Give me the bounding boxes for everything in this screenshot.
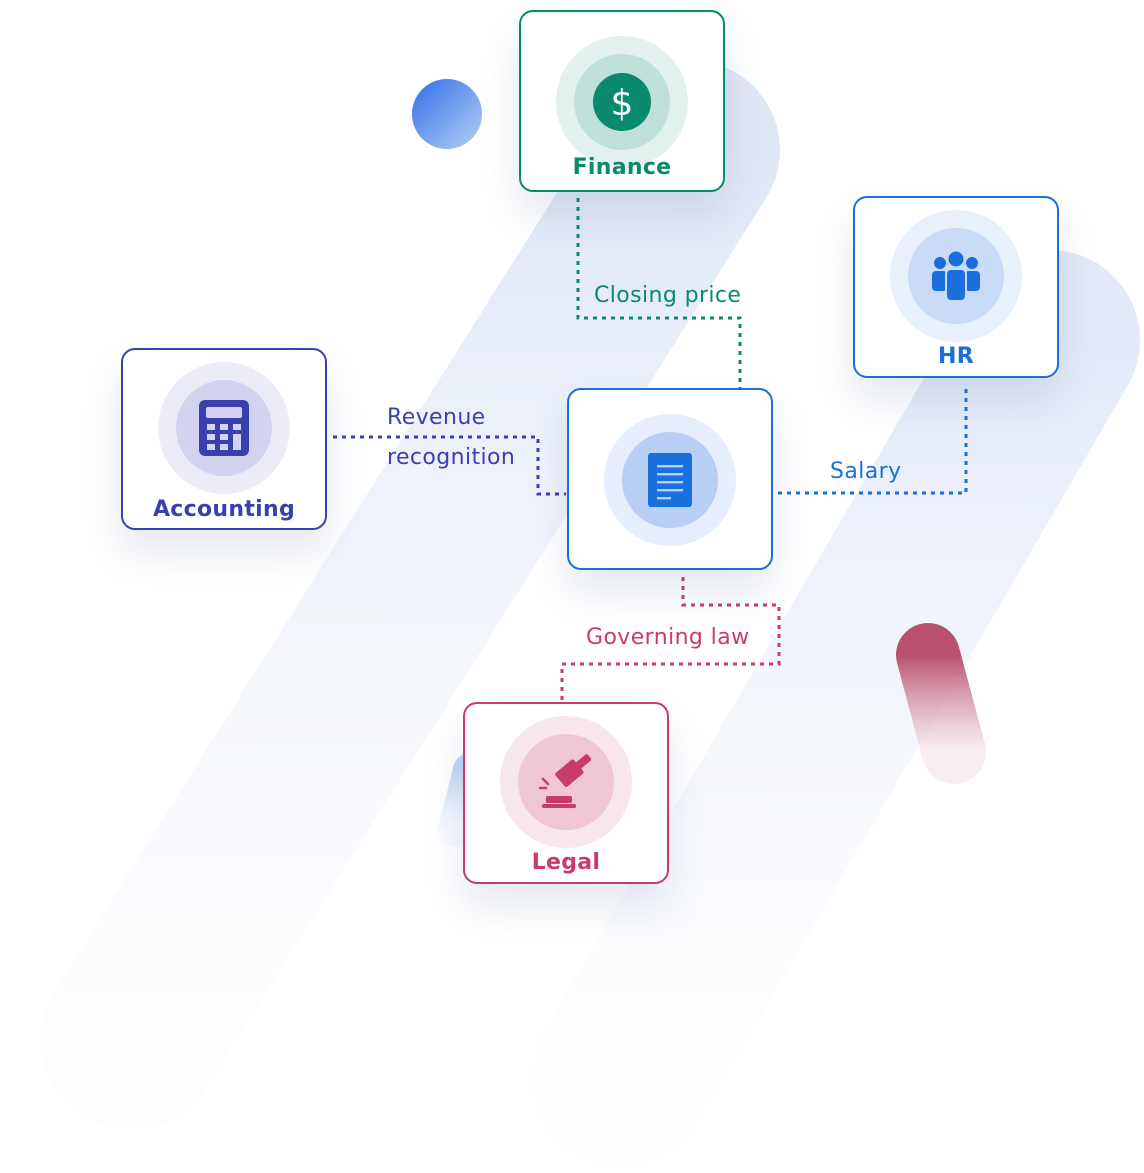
legal-halo <box>500 716 632 848</box>
people-icon <box>932 251 980 302</box>
node-accounting[interactable]: Accounting <box>121 348 327 530</box>
connector-accounting <box>333 435 566 496</box>
node-label-finance: Finance <box>572 155 672 180</box>
edge-label-salary: Salary <box>830 459 902 484</box>
node-finance[interactable]: $ Finance <box>519 10 725 192</box>
edge-label-governing-law: Governing law <box>586 625 750 650</box>
accounting-core <box>176 380 272 476</box>
center-core <box>622 432 718 528</box>
center-halo <box>604 414 736 546</box>
hr-halo <box>890 210 1022 342</box>
edge-label-recognition: recognition <box>387 445 516 470</box>
node-label-accounting: Accounting <box>152 497 295 522</box>
document-icon <box>648 453 692 507</box>
edge-label-revenue: Revenue <box>387 405 486 430</box>
calculator-icon <box>199 400 249 456</box>
node-hr[interactable]: HR <box>853 196 1059 378</box>
gavel-icon <box>538 754 592 808</box>
connector-finance <box>576 198 742 388</box>
finance-core: $ <box>574 54 670 150</box>
connector-legal <box>560 577 781 702</box>
legal-core <box>518 734 614 830</box>
background-dot <box>412 79 482 149</box>
background-band <box>40 60 780 1130</box>
dollar-icon: $ <box>593 73 651 131</box>
node-label-hr: HR <box>938 344 974 369</box>
edge-label-closing-price: Closing price <box>594 283 742 308</box>
background-pill <box>896 623 986 784</box>
svg-text:$: $ <box>611 83 634 124</box>
node-legal[interactable]: Legal <box>463 702 669 884</box>
node-center-document[interactable] <box>567 388 773 570</box>
accounting-halo <box>158 362 290 494</box>
hr-core <box>908 228 1004 324</box>
finance-halo: $ <box>556 36 688 168</box>
node-label-legal: Legal <box>531 850 601 875</box>
background-band <box>530 250 1140 1170</box>
